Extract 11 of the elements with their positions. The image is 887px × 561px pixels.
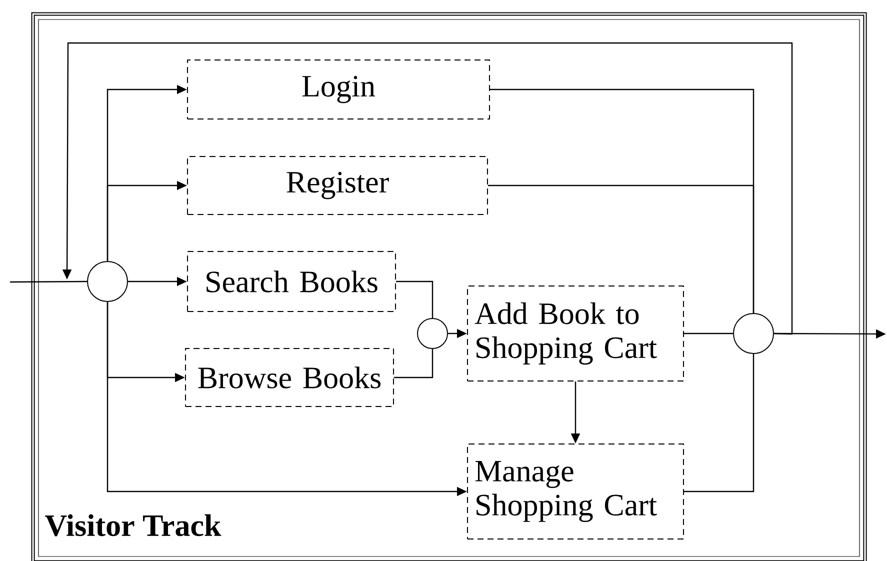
arrow bbox=[396, 280, 434, 318]
process-box: Add Book to Shopping Cart bbox=[467, 286, 684, 382]
process-box: Browse Books bbox=[185, 348, 394, 407]
process-box: Manage Shopping Cart bbox=[467, 444, 684, 540]
process-box: Search Books bbox=[187, 251, 396, 312]
junction-circle bbox=[417, 318, 448, 349]
process-box: Login bbox=[187, 60, 490, 120]
process-box: Register bbox=[187, 156, 488, 215]
junction-circle bbox=[733, 313, 774, 354]
junction-circle bbox=[87, 261, 128, 302]
arrow bbox=[394, 349, 434, 378]
